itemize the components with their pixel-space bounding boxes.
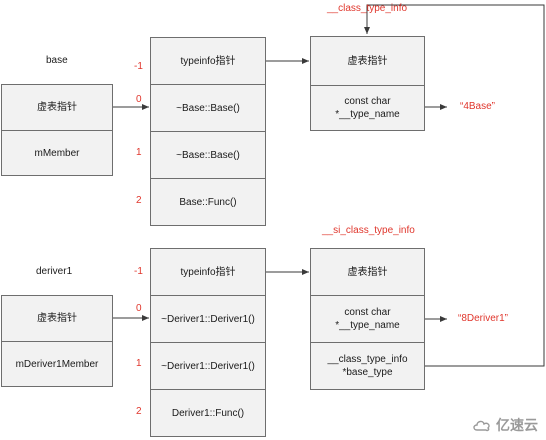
watermark-text: 亿速云: [496, 417, 538, 433]
typeinfo-name-cell: const char *__type_name: [310, 85, 425, 131]
derived-member-cell: mDeriver1Member: [1, 341, 113, 387]
derived-typeinfo: 虚表指针 const char *__type_name __class_typ…: [310, 248, 425, 390]
derived-index: 1: [136, 358, 142, 369]
derived-index: -1: [134, 266, 143, 277]
derived-vptr-cell: 虚表指针: [1, 295, 113, 342]
vtable-entry: Deriver1::Func(): [150, 389, 266, 437]
base-typeinfo: 虚表指针 const char *__type_name: [310, 36, 425, 131]
derived-title: deriver1: [36, 266, 73, 277]
vtable-entry: ~Deriver1::Deriver1(): [150, 295, 266, 343]
base-member-cell: mMember: [1, 130, 113, 176]
base-vptr-cell: 虚表指针: [1, 84, 113, 131]
vtable-entry: ~Base::Base(): [150, 131, 266, 179]
derived-index: 0: [136, 303, 142, 314]
base-index: 0: [136, 94, 142, 105]
derived-vtable: typeinfo指针 ~Deriver1::Deriver1() ~Derive…: [150, 248, 266, 437]
derived-name-string: “8Deriver1”: [458, 313, 509, 324]
typeinfo-vptr-cell: 虚表指针: [310, 248, 425, 296]
base-index: 1: [136, 147, 142, 158]
base-title: base: [46, 55, 68, 66]
vtable-entry: typeinfo指针: [150, 37, 266, 85]
typeinfo-base-type-cell: __class_type_info *base_type: [310, 342, 425, 390]
derived-typeinfo-label: __si_class_type_info: [322, 225, 415, 236]
base-typeinfo-label: __class_type_info: [327, 3, 408, 14]
derived-index: 2: [136, 406, 142, 417]
vtable-entry: Base::Func(): [150, 178, 266, 226]
base-name-string: “4Base”: [460, 101, 496, 112]
base-index: -1: [134, 61, 143, 72]
cloud-logo-icon: [473, 420, 490, 432]
watermark: 亿速云: [472, 415, 538, 435]
vtable-entry: ~Deriver1::Deriver1(): [150, 342, 266, 390]
typeinfo-name-cell: const char *__type_name: [310, 295, 425, 343]
base-index: 2: [136, 195, 142, 206]
arrow-base-type: [364, 4, 545, 367]
base-vtable: typeinfo指针 ~Base::Base() ~Base::Base() B…: [150, 37, 266, 226]
derived-object: 虚表指针 mDeriver1Member: [1, 295, 113, 387]
vtable-entry: typeinfo指针: [150, 248, 266, 296]
vtable-entry: ~Base::Base(): [150, 84, 266, 132]
base-object: 虚表指针 mMember: [1, 84, 113, 176]
typeinfo-vptr-cell: 虚表指针: [310, 36, 425, 86]
